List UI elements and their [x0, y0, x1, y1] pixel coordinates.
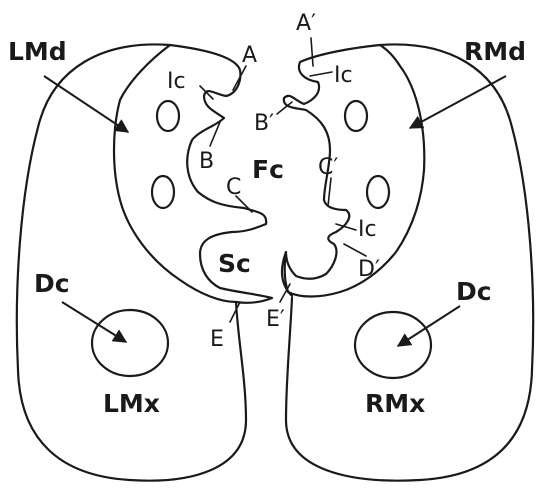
a-prime-leader — [310, 37, 314, 67]
label-sc: Sc — [218, 249, 251, 278]
right-mandible-hole-1 — [343, 99, 369, 133]
b-prime-leader — [276, 101, 293, 115]
label-a-prime: A′ — [296, 11, 316, 36]
rmd-arrow — [408, 75, 507, 129]
left-dc-arrow — [61, 301, 128, 343]
right-dc-arrow — [396, 305, 461, 347]
right-mandible-hole-2 — [365, 174, 391, 210]
label-c-prime: C′ — [318, 155, 338, 180]
label-lmx: LMx — [103, 389, 160, 418]
e-prime-leader — [279, 283, 291, 303]
c-leader — [235, 195, 253, 213]
left-mandible-outline — [112, 43, 274, 304]
right-dc-circle — [353, 310, 433, 380]
label-b-prime: B′ — [254, 111, 274, 136]
label-c: C — [226, 175, 241, 200]
label-a: A — [242, 43, 257, 68]
lmd-arrow — [43, 75, 130, 133]
e-leader — [229, 301, 241, 323]
label-ic-left: Ic — [167, 69, 186, 94]
right-mandible-outline — [282, 43, 426, 298]
label-ic-right-bottom: Ic — [358, 217, 377, 242]
label-rmd: RMd — [464, 37, 526, 66]
left-mandible-hole-1 — [155, 99, 181, 133]
label-lmd: LMd — [8, 37, 67, 66]
label-d-prime: D′ — [358, 257, 380, 282]
label-e: E — [210, 327, 224, 352]
label-ic-right-top: Ic — [334, 63, 353, 88]
a-leader — [232, 65, 247, 91]
left-dc-circle — [90, 308, 170, 378]
label-rmx: RMx — [365, 389, 425, 418]
ic-right-bottom-leader — [335, 223, 357, 231]
c-prime-leader — [327, 177, 332, 207]
e-prime-curve — [280, 250, 294, 298]
left-mandible-hole-2 — [150, 174, 176, 210]
label-fc: Fc — [252, 155, 284, 184]
ic-left-leader — [199, 85, 214, 100]
label-e-prime: E′ — [266, 307, 285, 332]
label-b: B — [199, 149, 214, 174]
label-dc-right: Dc — [456, 277, 492, 306]
d-prime-leader — [343, 243, 367, 257]
label-dc-left: Dc — [34, 269, 70, 298]
right-maxilla-outline — [284, 43, 535, 482]
ic-right-top-leader — [309, 71, 333, 77]
left-maxilla-outline — [15, 43, 248, 482]
b-leader — [209, 121, 221, 147]
